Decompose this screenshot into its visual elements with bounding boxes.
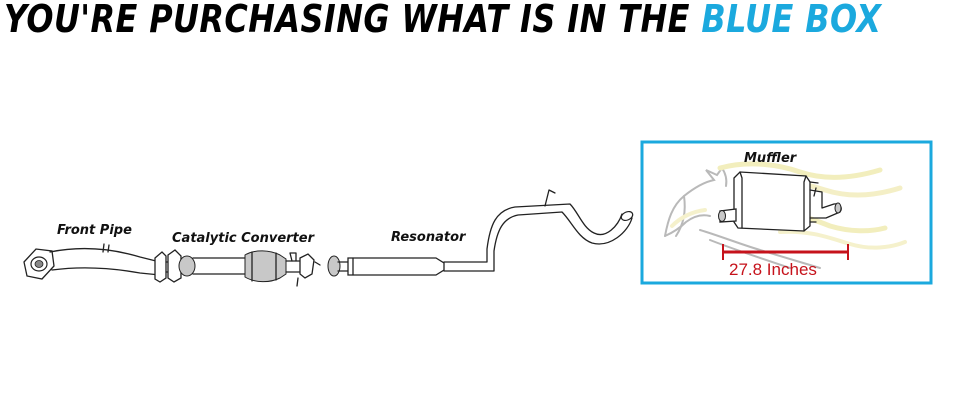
label-muffler: Muffler	[744, 151, 798, 166]
muffler	[718, 171, 842, 232]
label-front-pipe: Front Pipe	[57, 223, 132, 238]
measurement-label: 27.8 Inches	[729, 260, 817, 279]
muffler-box	[640, 140, 933, 285]
label-catalytic-converter: Catalytic Converter	[172, 231, 316, 246]
headline-highlight: BLUE BOX	[701, 0, 882, 41]
label-resonator: Resonator	[391, 230, 467, 245]
measurement-line	[722, 244, 849, 260]
headline-text: YOU'RE PURCHASING WHAT IS IN THE	[4, 0, 702, 41]
catalytic-converter	[167, 249, 321, 287]
front-pipe	[23, 243, 171, 283]
resonator	[327, 189, 634, 277]
headline: YOU'RE PURCHASING WHAT IS IN THE BLUE BO…	[4, 0, 881, 42]
